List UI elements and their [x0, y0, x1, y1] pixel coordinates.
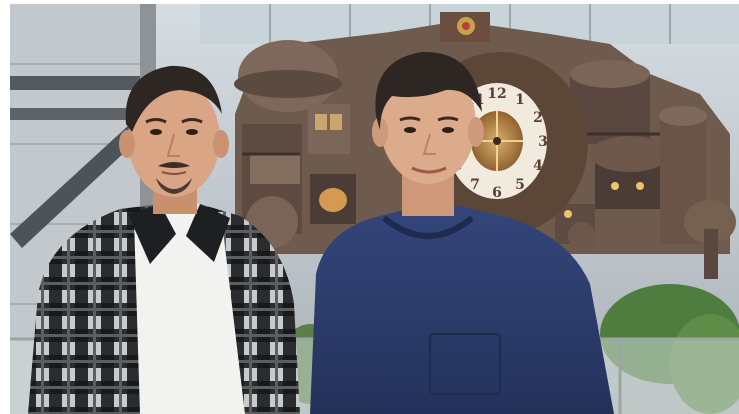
left-man-tshirt	[134, 204, 245, 414]
clock-numeral-5: 5	[515, 177, 525, 193]
clock-numeral-7: 7	[470, 177, 480, 193]
left-man-face	[128, 81, 220, 197]
left-man-hair	[125, 65, 222, 132]
clock-numeral-2: 2	[533, 110, 543, 126]
photo: 12 1 2 3 4 5 6 7 8 9 10 11	[10, 4, 739, 414]
clock-numeral-1: 1	[515, 92, 525, 108]
left-man	[28, 65, 300, 414]
photo-canvas: 12 1 2 3 4 5 6 7 8 9 10 11	[10, 4, 739, 414]
clock-numeral-6: 6	[492, 185, 502, 201]
right-man	[310, 51, 614, 414]
clock-numeral-12: 12	[487, 86, 506, 102]
right-man-sweater	[310, 206, 614, 414]
clock-numeral-4: 4	[533, 158, 543, 174]
clock-numeral-3: 3	[538, 134, 548, 150]
right-man-hair	[375, 51, 482, 130]
